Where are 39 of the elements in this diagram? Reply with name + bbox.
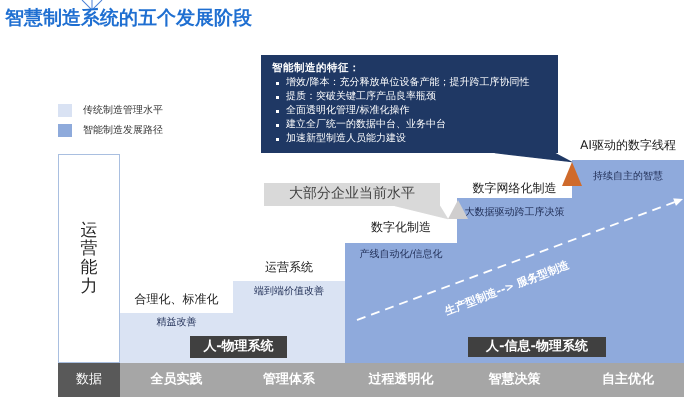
page-title: 智慧制造系统的五个发展阶段 [5,7,252,30]
system-tag [468,337,606,357]
vertical-text: 运营能力 [80,221,98,296]
bullet-text: 建立全厂统一的数据中台、业务中台 [286,118,446,132]
step-title: 数字化制造 [371,219,431,236]
system-name: 人-信息-物理系统 [486,339,588,355]
stage-label: 自主优化 [602,372,654,388]
vertical-label-panel [58,154,120,363]
legend-text: 传统制造管理水平 [83,104,163,117]
bullet-text: 加速新型制造人员能力建设 [286,132,406,146]
step-description: 精益改善 [156,316,196,330]
staircase-area [120,258,345,363]
step-description: 端到端价值改善 [254,285,324,299]
direction-label: 生产型制造--> 服务型制造 [442,258,572,318]
step-title: 合理化、标准化 [134,291,218,308]
stage-label: 过程透明化 [368,372,434,388]
step-title: AI驱动的数字线程 [580,137,676,154]
triangle-marker [562,162,582,186]
system-name: 人-物理系统 [203,339,274,355]
step-title: 数字网络化制造 [472,180,556,197]
step-description: 大数据驱动跨工序决策 [464,206,564,220]
callout-tail [394,206,448,220]
stage-label: 智慧决策 [488,372,540,388]
bullet-text: 提质：突破关键工序产品良率瓶颈 [286,90,436,104]
callout-text: 大部分企业当前水平 [289,186,415,203]
stage-label: 全员实践 [150,372,202,388]
stage-label: 管理体系 [263,372,315,388]
callout-heading: 智能制造的特征： [272,61,360,75]
callout-tail [494,152,572,162]
step-description: 产线自动化/信息化 [359,248,443,262]
bullet-text: 增效/降本：充分释放单位设备产能；提升跨工序协同性 [286,76,530,90]
step-title: 运营系统 [265,259,313,276]
bullet-text: 全面透明化管理/标准化操作 [286,104,410,118]
stage-band [120,363,684,397]
legend-text: 智能制造发展路径 [83,124,163,137]
row-header-text: 数据 [76,372,102,388]
system-tag [190,336,287,358]
row-header-block [58,363,120,397]
step-description: 持续自主的智慧 [593,170,663,184]
